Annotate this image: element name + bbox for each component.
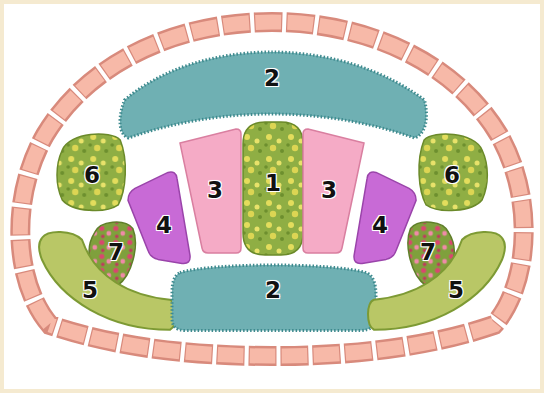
bed-shape	[368, 232, 505, 330]
label-holder: 5	[448, 278, 464, 301]
bed-shape	[303, 129, 364, 253]
lawn-bed: 5	[36, 229, 179, 333]
shrub-bed: 1	[240, 119, 306, 258]
bed-shape	[39, 232, 176, 330]
bed-number: 7	[420, 238, 436, 264]
bed-number: 3	[321, 177, 337, 203]
bed-shape	[419, 134, 487, 211]
bed-shape	[180, 129, 241, 253]
bed-shape	[128, 172, 190, 263]
label-holder: 7	[108, 240, 124, 263]
brick-face	[20, 22, 523, 356]
bed-number: 4	[156, 211, 172, 237]
label-holder: 3	[321, 179, 337, 202]
bed-number: 6	[444, 161, 460, 187]
label-holder: 2	[264, 67, 280, 90]
label-holder: 2	[265, 279, 281, 302]
label-holder: 6	[444, 163, 460, 186]
bed-number: 2	[264, 65, 280, 91]
shrub-bed: 6	[54, 131, 128, 214]
label-holder: 1	[265, 172, 281, 195]
label-holder: 5	[82, 278, 98, 301]
shrub-bed: 6	[416, 131, 490, 214]
bed-number: 7	[108, 238, 124, 264]
bed-shape	[243, 122, 303, 255]
label-holder: 6	[84, 163, 100, 186]
bed-shape	[57, 134, 125, 211]
bed-number: 6	[84, 161, 100, 187]
bed-number: 5	[82, 276, 98, 302]
label-holder: 3	[207, 179, 223, 202]
bed-outline	[365, 229, 508, 333]
label-holder: 4	[156, 213, 172, 236]
lawn-bed: 5	[365, 229, 508, 333]
bed-number: 4	[372, 211, 388, 237]
bed-number: 5	[448, 276, 464, 302]
brick-edging	[20, 22, 523, 356]
label-holder: 4	[372, 213, 388, 236]
bed-number: 2	[265, 277, 281, 303]
bed-shape	[354, 172, 416, 263]
bed-shape	[172, 265, 376, 331]
label-holder: 7	[420, 240, 436, 263]
path-bed: 2	[169, 262, 379, 334]
bed-number: 3	[207, 177, 223, 203]
bed-outline	[36, 229, 179, 333]
bed-number: 1	[265, 170, 281, 196]
